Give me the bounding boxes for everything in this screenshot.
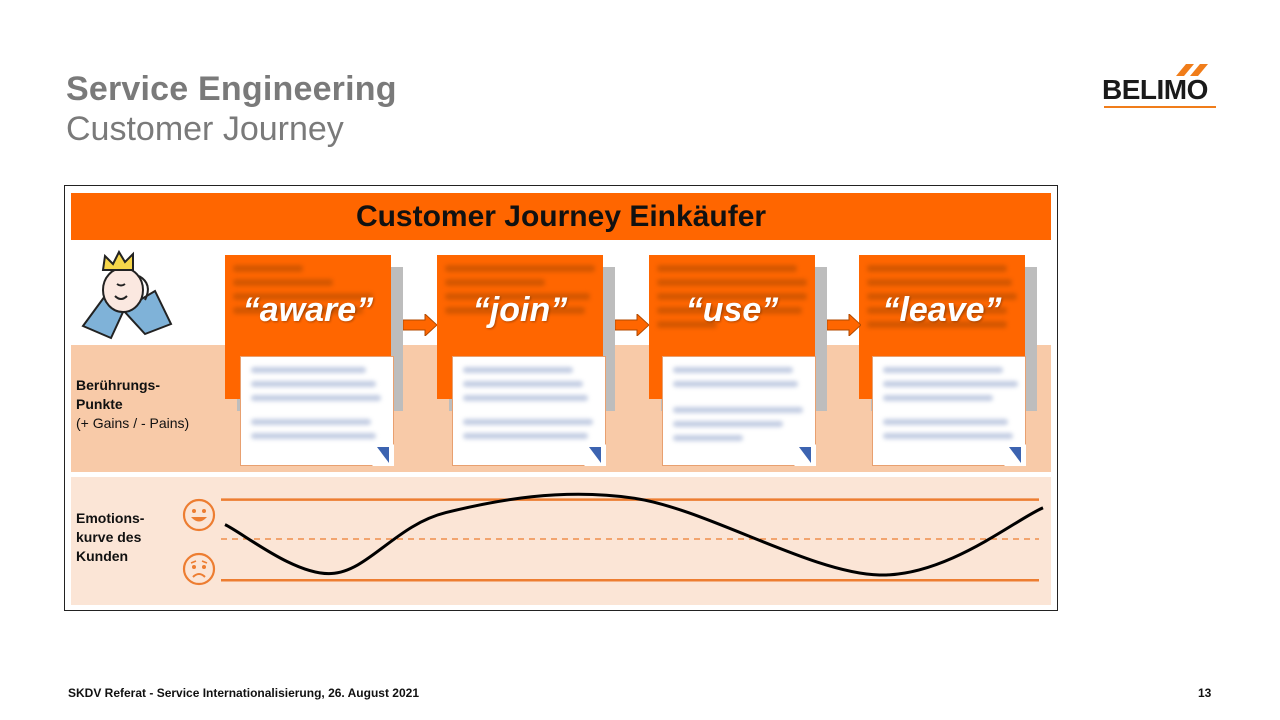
sad-face-icon [182,552,216,586]
happy-face-icon [182,498,216,532]
right-arrow-icon [403,314,437,336]
touchpoint-note [452,356,606,466]
emotion-curve-line [224,492,1044,577]
customer-journey-diagram: Customer Journey Einkäufer Berührungs- P… [64,185,1058,611]
emotion-curve-chart [221,492,1044,582]
footer-text: SKDV Referat - Service Internationalisie… [68,686,419,700]
page-curl-fold [1009,447,1021,463]
page-curl-fold [377,447,389,463]
logo-underline [1104,106,1216,108]
emotion-label: Emotions- kurve des Kunden [76,509,144,566]
slide-title: Service Engineering [66,70,397,108]
stage-label: “join” [472,291,568,329]
stage-label: “aware” [242,291,374,329]
stage-label: “use” [685,291,779,329]
emotion-label-line2: kurve des [76,529,142,545]
right-arrow-icon [615,314,649,336]
belimo-logo: BELIMO [1102,60,1220,110]
stage-label: “leave” [882,291,1002,329]
logo-slashes-icon [1176,64,1208,76]
touchpoints-label-line3: (+ Gains / - Pains) [76,415,190,431]
emotion-label-line1: Emotions- [76,510,145,526]
touchpoint-note [872,356,1026,466]
touchpoint-note [662,356,816,466]
page-curl-fold [589,447,601,463]
touchpoints-label-line2: Punkte [76,396,123,412]
logo-text: BELIMO [1102,74,1208,105]
king-customer-illustration [81,249,173,340]
touchpoint-note [240,356,394,466]
journey-header-title: Customer Journey Einkäufer [355,199,767,233]
slide-subtitle: Customer Journey [66,110,344,148]
right-arrow-icon [827,314,861,336]
page-curl-fold [799,447,811,463]
journey-header-bar: Customer Journey Einkäufer [71,193,1051,240]
emotion-band [71,477,1051,605]
emotion-label-line3: Kunden [76,548,129,564]
page-number: 13 [1198,686,1212,700]
touchpoints-label-line1: Berührungs- [76,377,160,393]
touchpoints-label: Berührungs- Punkte (+ Gains / - Pains) [76,376,189,433]
